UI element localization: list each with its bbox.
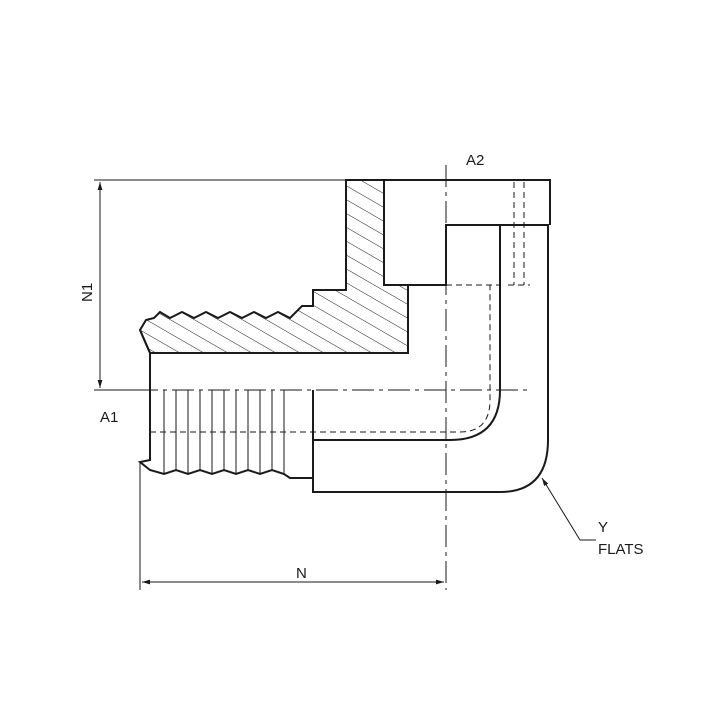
female-thread-hidden [508, 182, 530, 286]
label-flats: FLATS [598, 541, 644, 558]
female-port-head [384, 179, 551, 225]
label-n: N [296, 565, 307, 582]
body-outline [312, 224, 549, 493]
label-y: Y [598, 519, 608, 536]
label-n1: N1 [79, 283, 96, 302]
y-flats-leader [541, 477, 596, 541]
inner-bend [313, 225, 501, 441]
hatched-section [138, 179, 409, 354]
label-a1: A1 [100, 409, 118, 426]
label-a2: A2 [466, 152, 484, 169]
male-thread-outline [137, 329, 313, 479]
bore-hidden-line [150, 285, 491, 433]
